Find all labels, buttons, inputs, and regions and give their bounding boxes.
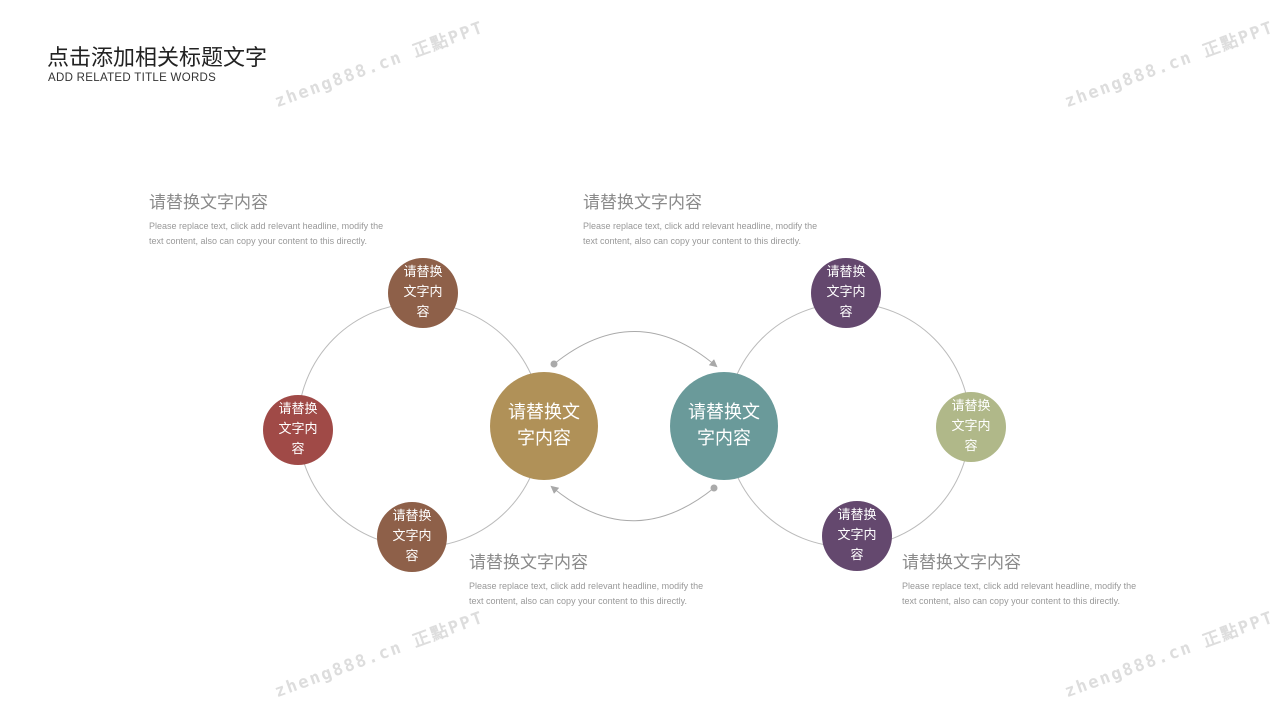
text-block-heading: 请替换文字内容 [902,553,1021,573]
text-block-heading: 请替换文字内容 [469,553,588,573]
page-title: 点击添加相关标题文字 [47,46,268,71]
text-block-body: Please replace text, click add relevant … [583,221,818,246]
top-arrow [553,331,718,368]
node-left-left[interactable]: 请替换文字内容 [263,395,333,465]
node-right-top[interactable]: 请替换文字内容 [811,258,881,328]
text-block-body: Please replace text, click add relevant … [902,581,1137,606]
page-subtitle: ADD RELATED TITLE WORDS [48,72,217,84]
text-block-body: Please replace text, click add relevant … [149,221,384,246]
node-left-top[interactable]: 请替换文字内容 [388,258,458,328]
text-block-heading: 请替换文字内容 [583,193,702,213]
text-block-heading: 请替换文字内容 [149,193,268,213]
bottom-arrow [550,485,715,522]
node-right-right[interactable]: 请替换文字内容 [936,392,1006,462]
node-center-left[interactable]: 请替换文字内容 [490,372,598,480]
bottom-arrow-dot [710,484,718,492]
text-block: 请替换文字内容 Please replace text, click add r… [583,188,823,248]
text-block: 请替换文字内容 Please replace text, click add r… [149,188,389,248]
node-left-bottom[interactable]: 请替换文字内容 [377,502,447,572]
top-arrow-dot [550,360,558,368]
node-center-right[interactable]: 请替换文字内容 [670,372,778,480]
text-block-body: Please replace text, click add relevant … [469,581,704,606]
text-block: 请替换文字内容 Please replace text, click add r… [469,548,709,608]
node-right-bottom[interactable]: 请替换文字内容 [822,501,892,571]
text-block: 请替换文字内容 Please replace text, click add r… [902,548,1142,608]
